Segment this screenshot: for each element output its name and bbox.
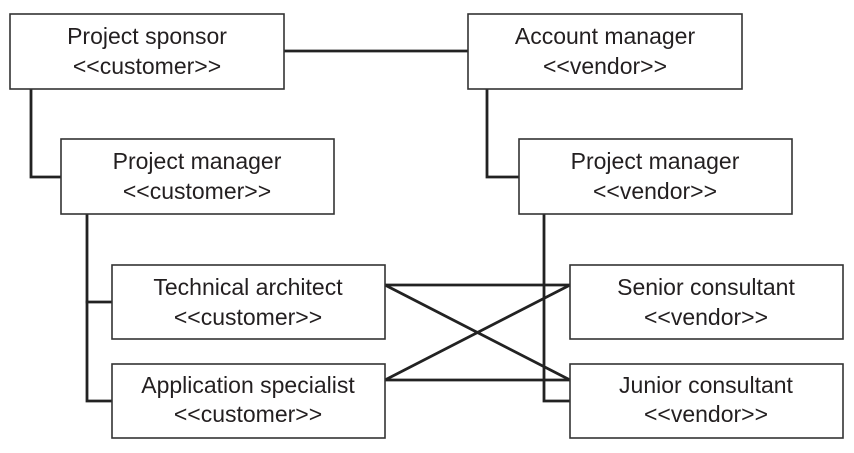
connector-sponsor-pm-customer	[29, 87, 63, 179]
node-box	[518, 138, 793, 215]
connectors	[29, 49, 572, 403]
node-box	[60, 138, 335, 215]
connector-pm-customer-specialist	[85, 300, 114, 403]
node-stereotype: <<vendor>>	[593, 178, 717, 204]
node-title: Project manager	[571, 148, 740, 174]
node-title: Project sponsor	[67, 23, 227, 49]
node-project-manager-vendor: Project manager <<vendor>>	[518, 138, 793, 215]
node-stereotype: <<vendor>>	[644, 401, 768, 427]
node-box	[111, 264, 386, 340]
node-title: Technical architect	[153, 274, 343, 300]
node-senior-consultant: Senior consultant <<vendor>>	[569, 264, 844, 340]
node-box	[569, 363, 844, 439]
node-box	[569, 264, 844, 340]
node-title: Application specialist	[141, 372, 355, 398]
node-stereotype: <<customer>>	[123, 178, 271, 204]
connector-pm-customer-architect	[85, 212, 114, 304]
node-stereotype: <<customer>>	[174, 401, 322, 427]
node-title: Senior consultant	[617, 274, 795, 300]
node-stereotype: <<vendor>>	[543, 53, 667, 79]
node-box	[467, 13, 743, 90]
node-project-sponsor: Project sponsor <<customer>>	[9, 13, 285, 90]
node-stereotype: <<customer>>	[174, 304, 322, 330]
node-title: Junior consultant	[619, 372, 793, 398]
node-title: Account manager	[515, 23, 696, 49]
node-junior-consultant: Junior consultant <<vendor>>	[569, 363, 844, 439]
node-application-specialist: Application specialist <<customer>>	[111, 363, 386, 439]
node-stereotype: <<vendor>>	[644, 304, 768, 330]
connector-account-pm-vendor	[485, 87, 521, 179]
node-box	[9, 13, 285, 90]
connector-specialist-senior	[383, 283, 572, 382]
connector-pm-vendor-consultants	[542, 212, 572, 403]
node-box	[111, 363, 386, 439]
node-technical-architect: Technical architect <<customer>>	[111, 264, 386, 340]
node-title: Project manager	[113, 148, 282, 174]
node-project-manager-customer: Project manager <<customer>>	[60, 138, 335, 215]
node-stereotype: <<customer>>	[73, 53, 221, 79]
node-account-manager: Account manager <<vendor>>	[467, 13, 743, 90]
